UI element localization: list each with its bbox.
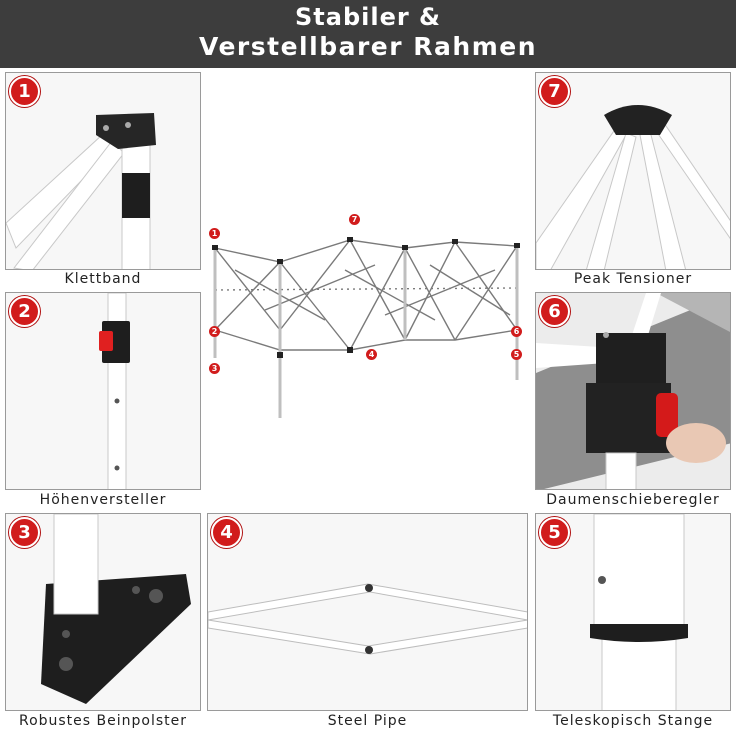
caption-teleskopisch-stange: Teleskopisch Stange [552, 713, 714, 729]
badge-5: 5 [539, 517, 570, 548]
frame-marker-6: 6 [511, 326, 522, 337]
frame-marker-4: 4 [366, 349, 377, 360]
frame-marker-2: 2 [209, 326, 220, 337]
panel-klettband: 1 [5, 72, 201, 270]
panel-peak-tensioner: 7 [535, 72, 731, 270]
klettband-image [6, 113, 156, 269]
panel-daumenschieberegler: 6 [535, 292, 731, 490]
header-title-line2: Verstellbarer Rahmen [199, 32, 537, 61]
frame-marker-3: 3 [209, 363, 220, 374]
badge-4: 4 [211, 517, 242, 548]
frame-marker-5: 5 [511, 349, 522, 360]
caption-peak-tensioner: Peak Tensioner [573, 271, 693, 287]
hoehenversteller-image [99, 293, 130, 489]
header-title-line1: Stabiler & [295, 3, 441, 31]
badge-2: 2 [9, 296, 40, 327]
badge-1: 1 [9, 76, 40, 107]
panel-teleskopisch-stange: 5 [535, 513, 731, 711]
frame-illustration: 1 7 2 3 4 6 5 [205, 200, 535, 425]
badge-6: 6 [539, 296, 570, 327]
panel-steel-pipe: 4 [207, 513, 528, 711]
panel-robustes-beinpolster: 3 [5, 513, 201, 711]
teleskopisch-stange-image [590, 514, 688, 710]
caption-steel-pipe: Steel Pipe [327, 713, 408, 729]
caption-daumenschieberegler: Daumenschieberegler [546, 492, 720, 508]
peak-tensioner-image [536, 105, 730, 269]
badge-7: 7 [539, 76, 570, 107]
beinpolster-image [41, 514, 191, 704]
header-banner: Stabiler & Verstellbarer Rahmen [0, 0, 736, 68]
caption-hoehenversteller: Höhenversteller [39, 492, 167, 508]
caption-robustes-beinpolster: Robustes Beinpolster [18, 713, 188, 729]
frame-marker-7: 7 [349, 214, 360, 225]
frame-marker-1: 1 [209, 228, 220, 239]
panel-hoehenversteller: 2 [5, 292, 201, 490]
caption-klettband: Klettband [64, 271, 142, 287]
canopy-frame-drawing [212, 237, 520, 418]
daumenschieberegler-image [536, 293, 730, 489]
steel-pipe-image [208, 583, 527, 655]
badge-3: 3 [9, 517, 40, 548]
